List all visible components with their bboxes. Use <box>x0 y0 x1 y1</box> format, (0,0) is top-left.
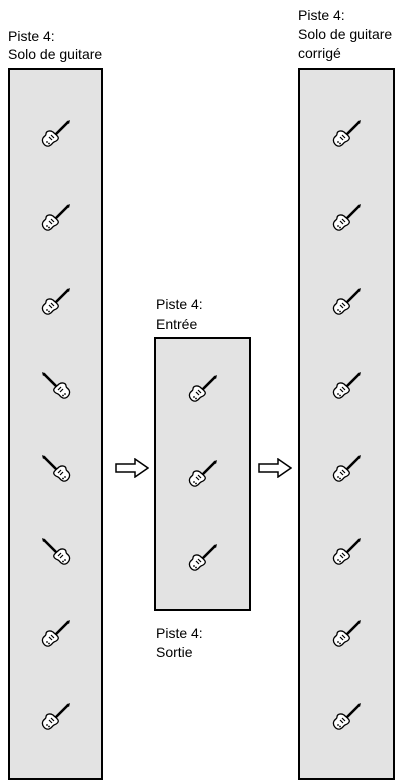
middle-track-input-line1: Piste 4: <box>156 296 203 312</box>
middle-track <box>154 337 251 611</box>
guitar-icon <box>332 702 362 732</box>
guitar-reversed-icon <box>41 454 71 484</box>
left-track-title-line1: Piste 4: <box>8 28 55 44</box>
guitar-icon <box>41 619 71 649</box>
guitar-icon <box>188 459 218 489</box>
guitar-icon <box>332 287 362 317</box>
guitar-icon <box>332 454 362 484</box>
guitar-reversed-icon <box>41 537 71 567</box>
arrow-right-icon <box>115 458 149 478</box>
guitar-icon <box>188 543 218 573</box>
guitar-icon <box>188 374 218 404</box>
guitar-reversed-icon <box>41 371 71 401</box>
right-track-title-line1: Piste 4: <box>298 7 345 23</box>
guitar-icon <box>332 537 362 567</box>
left-track <box>8 68 103 780</box>
guitar-icon <box>41 287 71 317</box>
middle-track-output-line2: Sortie <box>156 644 193 660</box>
guitar-icon <box>41 203 71 233</box>
middle-track-input-line2: Entrée <box>156 316 198 332</box>
right-track <box>298 68 395 780</box>
guitar-icon <box>332 371 362 401</box>
guitar-icon <box>41 119 71 149</box>
guitar-icon <box>332 119 362 149</box>
guitar-icon <box>41 702 71 732</box>
right-track-title-line2: Solo de guitare <box>298 26 393 42</box>
guitar-icon <box>332 203 362 233</box>
right-track-title-line3: corrigé <box>298 45 341 61</box>
left-track-title-line2: Solo de guitare <box>8 46 103 62</box>
guitar-icon <box>332 619 362 649</box>
middle-track-output-line1: Piste 4: <box>156 625 203 641</box>
arrow-right-icon <box>258 458 292 478</box>
